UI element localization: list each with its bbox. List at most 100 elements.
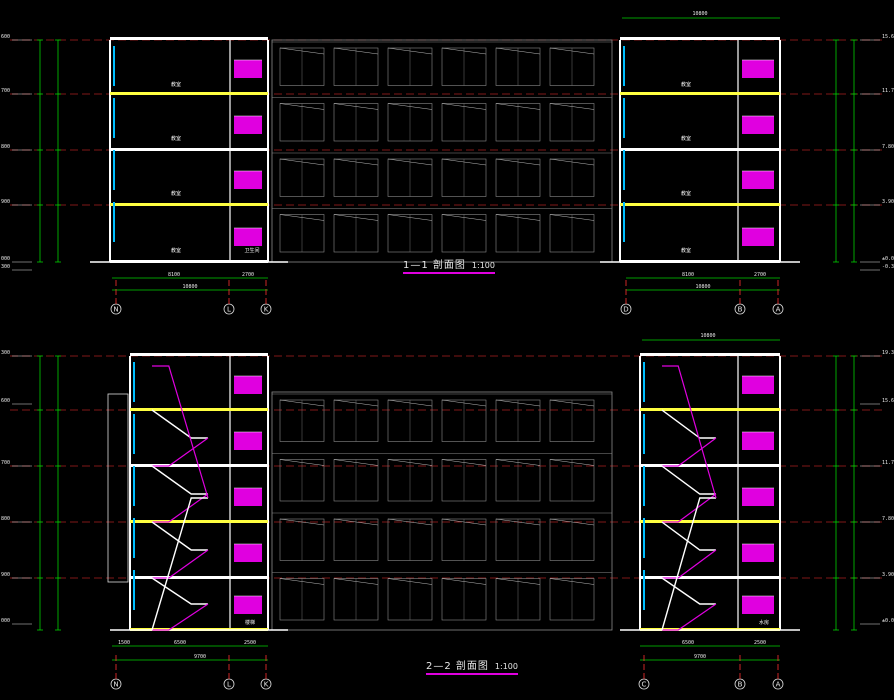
s2-right-floor-slab	[640, 408, 780, 411]
s1-right-wc-block	[742, 60, 774, 78]
s1-right-wc-block	[742, 116, 774, 134]
s1-r-level-label: ±0.000	[882, 256, 894, 262]
s1-top-dim-label: 10800	[692, 11, 707, 17]
s2-total-dim: 9700	[194, 654, 206, 660]
s1-r-level-label: 15.600	[882, 34, 894, 40]
s2-glass-mark	[279, 399, 325, 407]
s1-left-wc-block	[234, 171, 262, 189]
s1-right-floor-slab	[620, 92, 780, 95]
s1-glass-mark	[549, 103, 595, 110]
s1-bay-dim: 8100	[168, 272, 180, 278]
s1-glass-mark	[441, 158, 487, 166]
s1-glass-mark	[549, 214, 595, 221]
s2-axis-label: C	[642, 681, 647, 689]
s2-glass-mark	[549, 459, 595, 466]
s2-axis-label: L	[227, 681, 231, 689]
s2-right-stair-flight	[661, 465, 716, 495]
s2-room-right: 水房	[759, 619, 769, 626]
s2-glass-mark	[279, 459, 325, 466]
s2-glass-mark	[549, 578, 595, 585]
s2-glass-mark	[333, 399, 379, 407]
s2-glass-mark	[441, 518, 487, 526]
s2-left-stair-flight	[151, 465, 208, 495]
s1-axis-label: K	[264, 306, 269, 314]
s2-bay-dim: 6500	[682, 640, 694, 646]
s2-glass-mark	[495, 399, 541, 407]
s2-r-level-label: ±0.000	[882, 618, 894, 624]
s2-left-wc-block	[234, 596, 262, 614]
s1-wc-label: 卫生间	[244, 247, 259, 254]
s2-l-level-label: 11.700	[0, 460, 10, 466]
s2-l-level-label: 3.900	[0, 572, 10, 578]
s1-glass-mark	[549, 158, 595, 166]
s1-r-level-label: 3.900	[882, 199, 894, 205]
s1-room-right: 教室	[681, 247, 691, 254]
s1-left-floor-slab	[110, 203, 268, 206]
s1-total-dim: 10800	[182, 284, 197, 290]
s1-glass-mark	[333, 158, 379, 166]
s2-glass-mark	[441, 578, 487, 585]
s2-right-stair-flight	[662, 437, 717, 467]
s1-glass-mark	[387, 47, 433, 55]
s2-right-stair-flight	[662, 365, 717, 499]
s1-bay-dim: 8100	[682, 272, 694, 278]
s1-axis-label: B	[738, 306, 743, 314]
s1-axis-label: A	[776, 306, 781, 314]
s2-glass-mark	[333, 459, 379, 466]
s1-glass-mark	[495, 158, 541, 166]
s1-right-floor-slab	[620, 203, 780, 206]
s1-left-floor-slab	[110, 92, 268, 95]
s2-glass-mark	[333, 518, 379, 526]
s1-l-level-label: -0.300	[0, 264, 10, 270]
s1-room-right: 教室	[681, 190, 691, 197]
s1-glass-mark	[441, 214, 487, 221]
s2-left-wc-block	[234, 376, 262, 394]
s2-right-floor-slab	[640, 576, 780, 579]
s1-glass-mark	[495, 103, 541, 110]
s2-glass-mark	[549, 518, 595, 526]
s2-glass-mark	[279, 578, 325, 585]
s2-left-stair-flight	[152, 437, 209, 467]
s2-top-dim-label: 10800	[700, 333, 715, 339]
s1-right-floor-slab	[620, 148, 780, 151]
s2-left-stair-flight	[152, 493, 209, 523]
s1-left-wc-block	[234, 228, 262, 246]
s2-glass-mark	[441, 459, 487, 466]
s2-left-stair-flight	[151, 497, 208, 631]
s2-left-roof-slab	[130, 353, 268, 356]
s2-axis-label: B	[738, 681, 743, 689]
s2-glass-mark	[387, 399, 433, 407]
s2-glass-mark	[387, 459, 433, 466]
s2-left-stair-flight	[152, 365, 209, 499]
s2-right-stair-flight	[661, 409, 716, 439]
s2-left-floor-slab	[130, 408, 268, 411]
s2-bay-dim: 1500	[118, 640, 130, 646]
s1-glass-mark	[279, 158, 325, 166]
s2-bay-dim: 6500	[174, 640, 186, 646]
s1-glass-mark	[441, 47, 487, 55]
s2-glass-mark	[441, 399, 487, 407]
s2-bay-dim: 2500	[754, 640, 766, 646]
s2-left-annex	[107, 393, 129, 583]
s2-glass-mark	[495, 459, 541, 466]
s1-room-left: 教室	[171, 190, 181, 197]
s1-r-level-label: 7.800	[882, 144, 894, 150]
s1-right-roof-slab	[620, 37, 780, 40]
s1-bay-dim: 2700	[242, 272, 254, 278]
s2-l-level-label: ±0.000	[0, 618, 10, 624]
s2-right-stair-flight	[662, 549, 717, 579]
s1-left-wc-block	[234, 60, 262, 78]
s2-right-wc-block	[742, 544, 774, 562]
s2-glass-mark	[387, 518, 433, 526]
s1-axis-label: D	[623, 306, 628, 314]
s1-l-level-label: 15.600	[0, 34, 10, 40]
s2-axis-label: N	[113, 681, 118, 689]
s2-right-stair-flight	[661, 521, 716, 551]
s1-left-wc-block	[234, 116, 262, 134]
s1-right-wc-block	[742, 228, 774, 246]
s2-r-level-label: 19.300	[882, 350, 894, 356]
s2-glass-mark	[387, 578, 433, 585]
s2-left-stair-flight	[151, 521, 208, 551]
s2-bay-dim: 2500	[244, 640, 256, 646]
